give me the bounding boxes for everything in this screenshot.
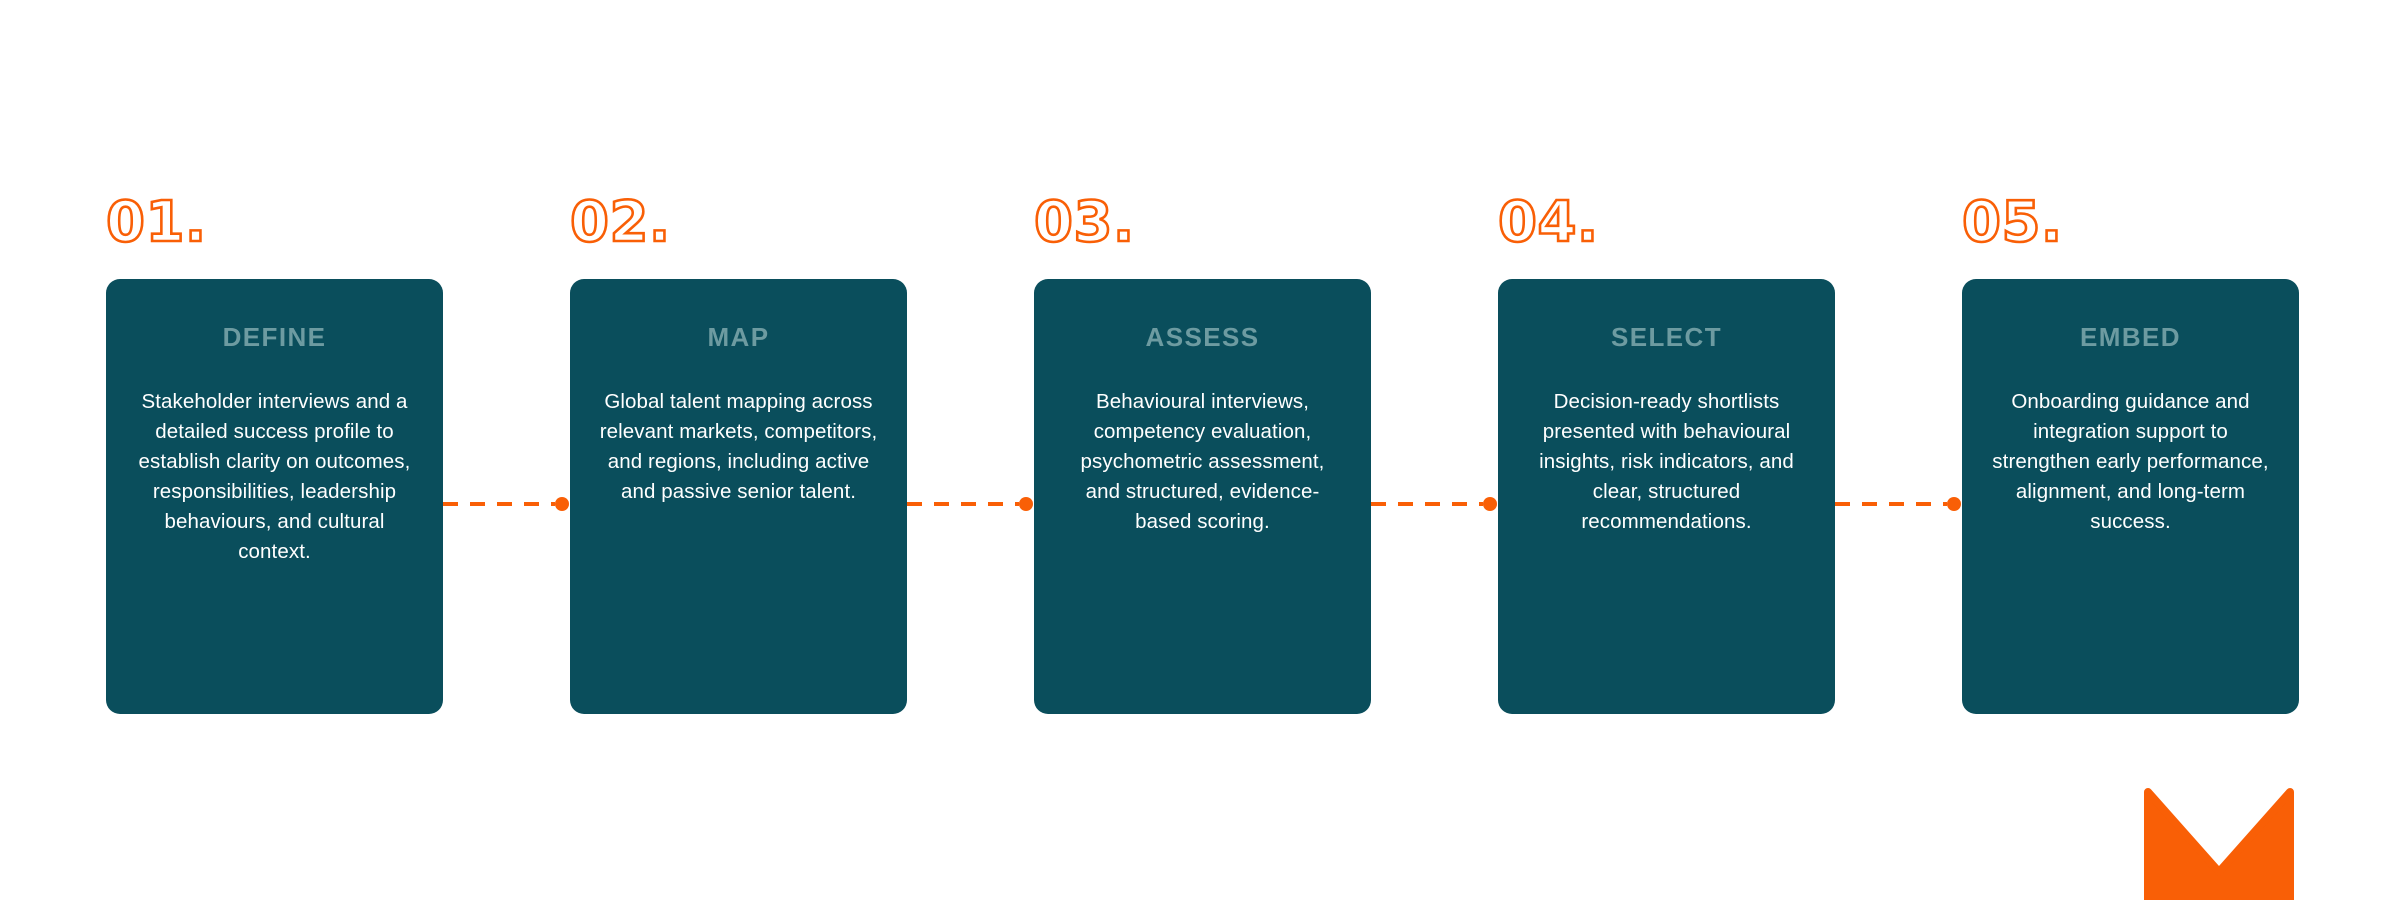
connector-dot-icon (1947, 497, 1961, 511)
step-panel-5[interactable]: EMBED Onboarding guidance and integratio… (1962, 279, 2299, 714)
connector-dot-icon (555, 497, 569, 511)
connector-dot-icon (1019, 497, 1033, 511)
connector-4-5 (1835, 497, 1961, 511)
step-card-3[interactable]: 03. ASSESS Behavioural interviews, compe… (1033, 180, 1371, 714)
connector-1-2 (443, 497, 569, 511)
dashed-line-icon (907, 502, 1019, 506)
connector-2-3 (907, 497, 1033, 511)
step-title-assess: ASSESS (1145, 322, 1260, 352)
dashed-line-icon (443, 502, 555, 506)
step-card-5[interactable]: 05. EMBED Onboarding guidance and integr… (1961, 180, 2299, 714)
step-description-select: Decision-ready shortlists presented with… (1539, 390, 1794, 533)
step-description-assess: Behavioural interviews, competency evalu… (1080, 390, 1325, 533)
step-description-define: Stakeholder interviews and a detailed su… (138, 390, 411, 563)
step-number-3: 03. (1033, 190, 1136, 255)
step-title-select: SELECT (1611, 322, 1722, 352)
connector-dot-icon (1483, 497, 1497, 511)
step-panel-1[interactable]: DEFINE Stakeholder interviews and a deta… (106, 279, 443, 714)
process-steps-row: 01. DEFINE Stakeholder interviews and a … (105, 180, 2300, 720)
step-number-4: 04. (1497, 190, 1600, 255)
dashed-line-icon (1371, 502, 1483, 506)
step-number-1: 01. (105, 190, 208, 255)
step-title-embed: EMBED (2080, 322, 2181, 352)
step-card-4[interactable]: 04. SELECT Decision-ready shortlists pre… (1497, 180, 1835, 714)
step-number-2: 02. (569, 190, 672, 255)
m-logo-icon (2144, 786, 2294, 900)
connector-3-4 (1371, 497, 1497, 511)
step-description-embed: Onboarding guidance and integration supp… (1992, 390, 2269, 533)
step-panel-2[interactable]: MAP Global talent mapping across relevan… (570, 279, 907, 714)
step-card-2[interactable]: 02. MAP Global talent mapping across rel… (569, 180, 907, 714)
step-number-5: 05. (1961, 190, 2064, 255)
step-title-define: DEFINE (222, 322, 327, 352)
step-title-map: MAP (707, 322, 770, 352)
step-description-map: Global talent mapping across relevant ma… (599, 390, 878, 503)
step-panel-4[interactable]: SELECT Decision-ready shortlists present… (1498, 279, 1835, 714)
step-panel-3[interactable]: ASSESS Behavioural interviews, competenc… (1034, 279, 1371, 714)
step-card-1[interactable]: 01. DEFINE Stakeholder interviews and a … (105, 180, 443, 714)
dashed-line-icon (1835, 502, 1947, 506)
